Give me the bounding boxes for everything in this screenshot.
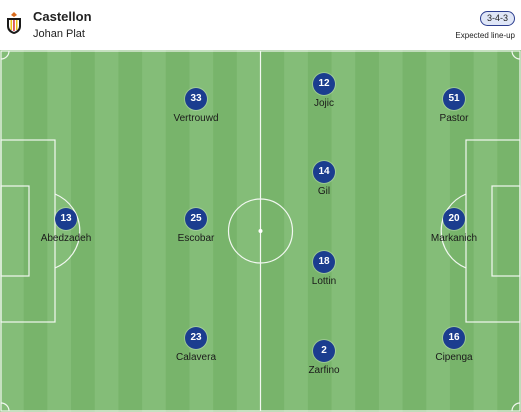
player-name: Abedzadeh <box>40 233 92 244</box>
grass-stripe <box>94 50 119 412</box>
grass-stripe <box>355 50 380 412</box>
player-name: Pastor <box>439 113 469 124</box>
shirt-number: 2 <box>313 340 335 362</box>
grass-stripe <box>23 50 48 412</box>
shirt-number: 12 <box>313 73 335 95</box>
player-name: Markanich <box>430 233 478 244</box>
grass-stripe <box>213 50 238 412</box>
grass-stripe <box>236 50 261 412</box>
shirt-number: 13 <box>55 208 77 230</box>
player-card[interactable]: 16 Cipenga <box>414 327 494 363</box>
grass-stripe <box>331 50 356 412</box>
player-name: Cipenga <box>435 352 473 363</box>
shirt-number: 14 <box>313 161 335 183</box>
player-card[interactable]: 14 Gil <box>284 161 364 197</box>
grass-stripe <box>189 50 214 412</box>
player-card[interactable]: 33 Vertrouwd <box>156 88 236 124</box>
pitch: 13 Abedzadeh 33 Vertrouwd 25 Escobar 23 … <box>0 50 521 412</box>
grass-stripe <box>402 50 427 412</box>
player-name: Calavera <box>175 352 217 363</box>
player-card[interactable]: 18 Lottin <box>284 251 364 287</box>
grass-stripe <box>118 50 143 412</box>
grass-stripe <box>142 50 167 412</box>
player-name: Lottin <box>311 276 337 287</box>
grass-stripe <box>71 50 96 412</box>
team-header: Castellon Johan Plat 3-4-3 Expected line… <box>0 0 521 50</box>
player-card[interactable]: 13 Abedzadeh <box>26 208 106 244</box>
grass-stripe <box>284 50 309 412</box>
grass-stripe <box>497 50 521 412</box>
grass-stripe <box>473 50 498 412</box>
shirt-number: 20 <box>443 208 465 230</box>
player-name: Gil <box>317 186 331 197</box>
player-card[interactable]: 51 Pastor <box>414 88 494 124</box>
grass-stripe <box>378 50 404 412</box>
pitch-markings <box>0 50 521 412</box>
shirt-number: 18 <box>313 251 335 273</box>
grass-stripe <box>449 50 475 412</box>
shirt-number: 51 <box>443 88 465 110</box>
shirt-number: 33 <box>185 88 207 110</box>
shirt-number: 23 <box>185 327 207 349</box>
grass-stripe <box>0 50 25 412</box>
player-card[interactable]: 20 Markanich <box>414 208 494 244</box>
player-card[interactable]: 12 Jojic <box>284 73 364 109</box>
shirt-number: 16 <box>443 327 465 349</box>
coach-name[interactable]: Johan Plat <box>33 28 85 40</box>
grass-stripe <box>260 50 285 412</box>
player-card[interactable]: 2 Zarfino <box>284 340 364 376</box>
player-name: Jojic <box>313 98 334 109</box>
shirt-number: 25 <box>185 208 207 230</box>
player-card[interactable]: 23 Calavera <box>156 327 236 363</box>
player-name: Escobar <box>177 233 215 244</box>
team-name[interactable]: Castellon <box>33 9 92 24</box>
castellon-crest-icon[interactable] <box>5 11 23 35</box>
grass-stripe <box>426 50 451 412</box>
lineup-status-label: Expected line-up <box>455 31 515 40</box>
player-card[interactable]: 25 Escobar <box>156 208 236 244</box>
grass-stripe <box>47 50 72 412</box>
formation-badge: 3-4-3 <box>479 11 515 26</box>
player-name: Zarfino <box>308 365 340 376</box>
grass-stripe <box>165 50 190 412</box>
player-name: Vertrouwd <box>173 113 219 124</box>
